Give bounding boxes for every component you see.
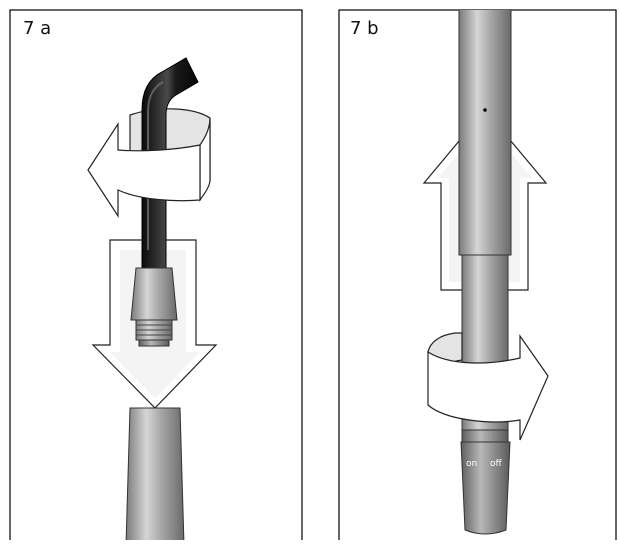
panel-label-7b: 7 b bbox=[350, 18, 379, 39]
light-guide-sleeve bbox=[130, 267, 178, 347]
on-off-switch-collar: on off bbox=[460, 429, 511, 535]
panel-label-7a: 7 a bbox=[23, 18, 52, 39]
switch-off-label: off bbox=[490, 459, 503, 469]
panel-7b: on off bbox=[338, 9, 617, 545]
rotate-right-arrow-icon bbox=[427, 332, 549, 441]
switch-on-label: on bbox=[466, 459, 477, 469]
handpiece-body bbox=[125, 407, 185, 540]
panel-7a bbox=[9, 9, 303, 545]
rotate-left-arrow-front bbox=[87, 117, 211, 219]
handpiece-outer-tube bbox=[458, 10, 512, 256]
light-guide-tip bbox=[141, 57, 199, 271]
